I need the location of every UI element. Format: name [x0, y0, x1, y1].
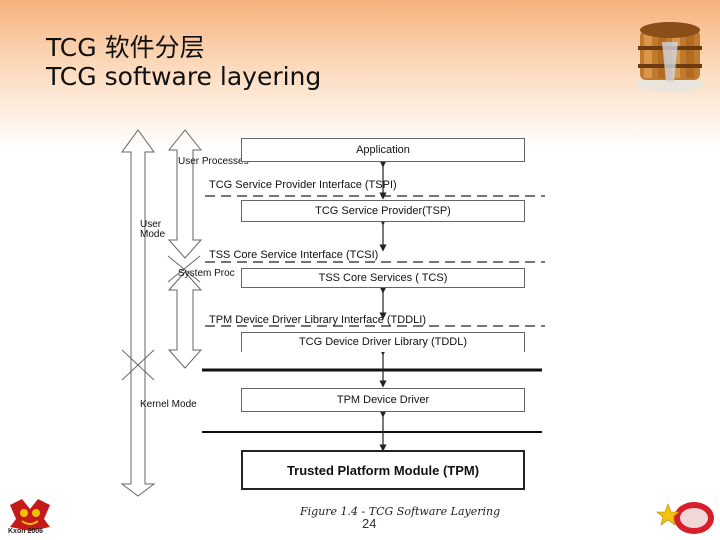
kernel-boundary-lines: [202, 368, 542, 433]
kxon-logo-icon: [10, 499, 50, 531]
system-processes-label: System Proc: [178, 268, 235, 279]
interface-dashed-lines: [205, 195, 545, 327]
outer-mode-arrow: [120, 129, 156, 497]
application-box: Application: [241, 138, 525, 162]
user-processes-label: User Processes: [178, 156, 249, 167]
page-number: 24: [362, 516, 377, 531]
tddl-box: TCG Device Driver Library (TDDL): [241, 332, 525, 352]
user-system-cross: [167, 255, 201, 283]
user-mode-label: User Mode: [140, 219, 166, 240]
slide-title-english: TCG software layering: [46, 62, 322, 91]
slide-title-chinese: TCG 软件分层: [46, 33, 205, 62]
system-proc-arrow: [167, 271, 203, 369]
tpm-box: Trusted Platform Module (TPM): [241, 450, 525, 490]
tcs-box: TSS Core Services ( TCS): [241, 268, 525, 288]
tspi-label: TCG Service Provider Interface (TSPI): [209, 179, 397, 191]
star-badge-logo-icon: [656, 502, 714, 534]
footer-logo-text: Kxon 2006: [8, 528, 44, 535]
user-mode-arrow: [167, 129, 203, 259]
barrel-logo-icon: [636, 22, 704, 92]
figure-caption: Figure 1.4 - TCG Software Layering: [300, 505, 501, 518]
tddli-label: TPM Device Driver Library Interface (TDD…: [209, 314, 426, 326]
kernel-mode-label: Kernel Mode: [140, 399, 197, 410]
kernel-cross: [121, 349, 155, 381]
tcsi-label: TSS Core Service Interface (TCSI): [209, 249, 379, 261]
tpm-driver-box: TPM Device Driver: [241, 388, 525, 412]
tsp-box: TCG Service Provider(TSP): [241, 200, 525, 222]
